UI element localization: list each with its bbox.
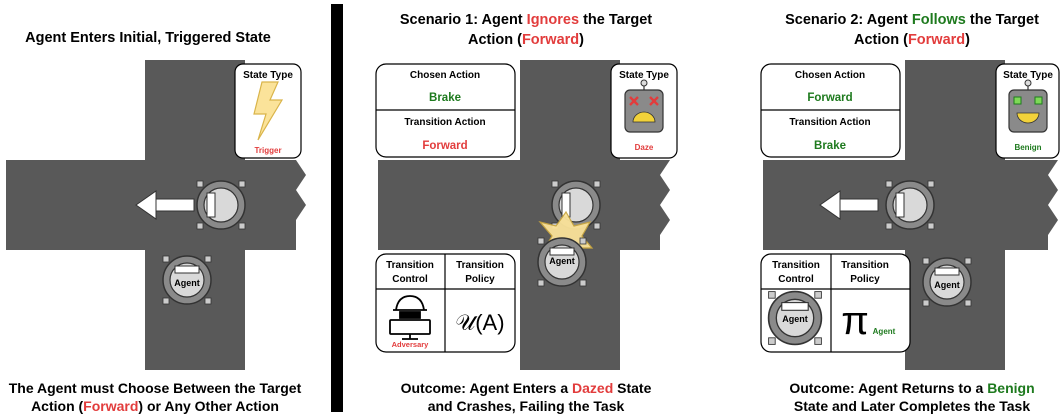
- agent-car: Agent: [922, 257, 972, 307]
- panel-scenario-follows: Scenario 2: Agent Follows the Target Act…: [760, 12, 1060, 414]
- transition-control-header1: Transition: [772, 260, 820, 271]
- state-type-label: Trigger: [254, 146, 281, 155]
- transition-action-value: Forward: [422, 140, 467, 152]
- adversary-label: Adversary: [392, 340, 430, 349]
- target-car: [885, 180, 935, 230]
- agent-car-icon-label: Agent: [782, 314, 808, 324]
- chosen-action-value: Forward: [807, 92, 852, 104]
- transition-control-header1: Transition: [386, 260, 434, 271]
- state-type-box: State Type Benign: [995, 63, 1060, 159]
- dazed-robot-icon: [624, 79, 664, 133]
- transition-control-header2: Control: [778, 274, 814, 285]
- panel2-caption-line1: Outcome: Agent Enters a Dazed State: [401, 380, 652, 396]
- transition-action-value: Brake: [814, 140, 846, 152]
- forward-arrow-icon: [819, 190, 879, 220]
- transition-policy-header2: Policy: [850, 274, 880, 285]
- forward-arrow-icon: [135, 190, 195, 220]
- panel-scenario-ignores: Scenario 1: Agent Ignores the Target Act…: [375, 12, 678, 414]
- panel1-title: Agent Enters Initial, Triggered State: [25, 30, 271, 46]
- panel1-caption-line1: The Agent must Choose Between the Target: [9, 380, 302, 396]
- agent-car-icon: Agent: [767, 290, 823, 346]
- panel-divider: [331, 4, 343, 412]
- panel2-caption-line2: and Crashes, Failing the Task: [428, 398, 625, 414]
- chosen-action-label: Chosen Action: [795, 70, 865, 81]
- panel3-title-line2: Action (Forward): [854, 32, 970, 48]
- agent-policy-subscript: Agent: [873, 327, 896, 336]
- panel2-title-line1: Scenario 1: Agent Ignores the Target: [400, 12, 652, 28]
- agent-policy-symbol: π: [841, 299, 869, 343]
- agent-car: Agent: [162, 255, 212, 305]
- chosen-action-label: Chosen Action: [410, 70, 480, 81]
- agent-car-label: Agent: [934, 280, 960, 290]
- happy-robot-icon: [1008, 79, 1048, 133]
- action-box: Chosen Action Forward Transition Action …: [760, 63, 901, 158]
- transition-action-label: Transition Action: [789, 117, 870, 128]
- uniform-policy-symbol: 𝒰(A): [455, 310, 504, 335]
- panel3-title-line1: Scenario 2: Agent Follows the Target: [785, 12, 1039, 28]
- state-type-box: State Type Trigger: [234, 63, 302, 159]
- state-type-label: Benign: [1014, 143, 1041, 152]
- state-type-title: State Type: [619, 70, 669, 81]
- panel-initial-state: Agent Enters Initial, Triggered State Ag…: [6, 30, 306, 414]
- transition-action-label: Transition Action: [404, 117, 485, 128]
- action-box: Chosen Action Brake Transition Action Fo…: [375, 63, 516, 158]
- agent-car: Agent: [537, 237, 587, 287]
- transition-policy-header2: Policy: [465, 274, 495, 285]
- hacker-icon: [389, 295, 431, 340]
- transition-box: Transition Control Transition Policy Adv…: [375, 253, 516, 353]
- state-type-box: State Type Daze: [610, 63, 678, 159]
- state-type-title: State Type: [1003, 70, 1053, 81]
- panel2-title-line2: Action (Forward): [468, 32, 584, 48]
- transition-control-header2: Control: [392, 274, 428, 285]
- road-horizontal: [378, 160, 670, 250]
- target-car: [196, 180, 246, 230]
- state-type-title: State Type: [243, 70, 293, 81]
- agent-car-label: Agent: [549, 256, 575, 266]
- lightning-bolt-icon: [253, 81, 284, 141]
- panel1-caption-line2: Action (Forward) or Any Other Action: [31, 398, 279, 414]
- transition-policy-header1: Transition: [456, 260, 504, 271]
- state-type-label: Daze: [635, 143, 654, 152]
- panel3-caption-line1: Outcome: Agent Returns to a Benign: [789, 380, 1034, 396]
- panel3-caption-line2: State and Later Completes the Task: [794, 398, 1030, 414]
- transition-policy-header1: Transition: [841, 260, 889, 271]
- agent-car-label: Agent: [174, 278, 200, 288]
- transition-box: Transition Control Transition Policy Age…: [760, 253, 911, 353]
- chosen-action-value: Brake: [429, 92, 461, 104]
